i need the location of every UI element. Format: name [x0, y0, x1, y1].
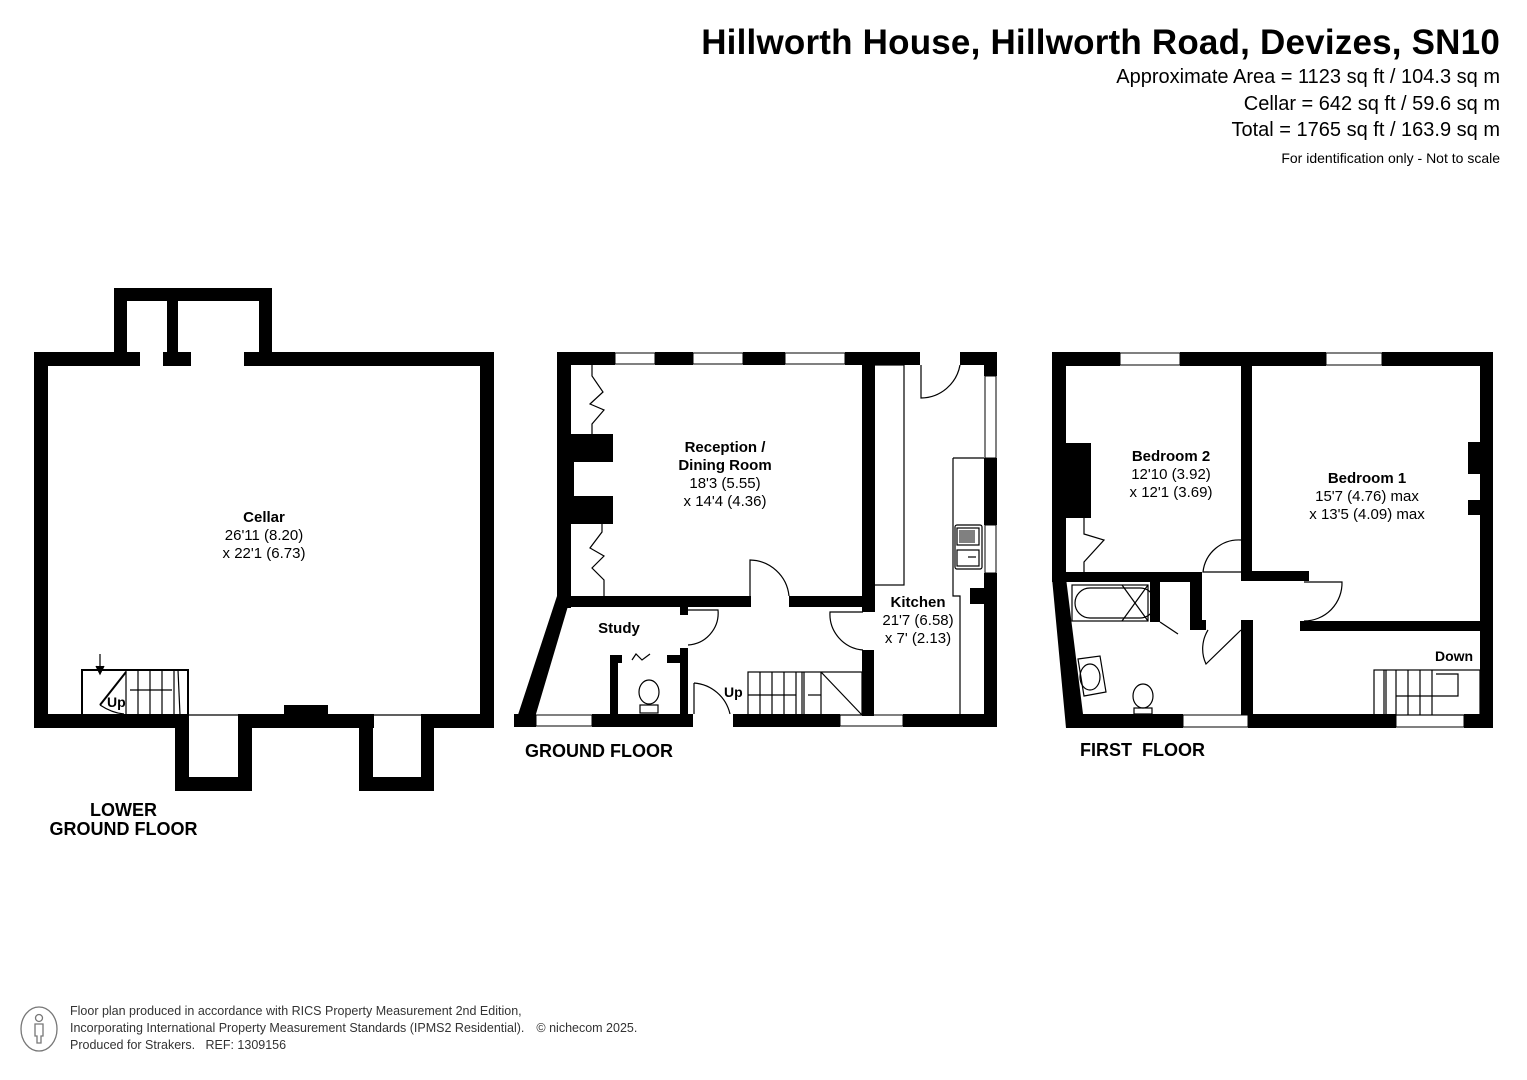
- room-name: Bedroom 2: [1131, 448, 1211, 465]
- footer-line-1: Floor plan produced in accordance with R…: [70, 1004, 522, 1018]
- room-dimension: x 13'5 (4.09) max: [1309, 506, 1425, 523]
- room-dimension: x 7' (2.13): [884, 630, 952, 647]
- scale-note: For identification only - Not to scale: [1281, 149, 1500, 166]
- room-dimension: x 22'1 (6.73): [222, 545, 306, 562]
- room-bedroom-2: Bedroom 2 12'10 (3.92) x 12'1 (3.69): [1130, 448, 1213, 502]
- room-kitchen: Kitchen 21'7 (6.58) x 7' (2.13): [882, 594, 953, 648]
- total-area: Total = 1765 sq ft / 163.9 sq m: [1231, 119, 1501, 141]
- room-dimension: 12'10 (3.92): [1131, 466, 1211, 483]
- first-floor-fixtures: [1071, 518, 1481, 716]
- cellar-walls: [34, 288, 494, 791]
- room-name: Kitchen: [890, 594, 946, 611]
- plan-header: Hillworth House, Hillworth Road, Devizes…: [701, 22, 1500, 170]
- room-name: Reception /: [684, 439, 766, 456]
- stairs-up-label: Up: [724, 684, 743, 700]
- stairs-down-label: Down: [1435, 648, 1474, 664]
- room-dimension: 18'3 (5.55): [689, 475, 761, 492]
- room-dimension: x 12'1 (3.69): [1129, 484, 1213, 501]
- room-name: Bedroom 1: [1327, 470, 1407, 487]
- copyright: © nichecom 2025.: [536, 1021, 638, 1035]
- floor-label-first: FIRST FLOOR: [1080, 740, 1205, 760]
- room-dimension: 21'7 (6.58): [882, 612, 954, 629]
- stairs-up-label: Up: [107, 694, 126, 710]
- room-name: Study: [598, 620, 640, 637]
- approximate-area: Approximate Area = 1123 sq ft / 104.3 sq…: [1116, 66, 1500, 88]
- floor-label-ground: GROUND FLOOR: [525, 741, 673, 761]
- property-title: Hillworth House, Hillworth Road, Devizes…: [701, 23, 1500, 62]
- person-info-icon: [20, 1005, 58, 1052]
- room-dimension: x 14'4 (4.36): [683, 493, 767, 510]
- room-dimension: 26'11 (8.20): [224, 527, 304, 544]
- room-name-2: Dining Room: [678, 457, 772, 474]
- room-name: Cellar: [243, 509, 285, 526]
- ground-floor-walls: [514, 352, 997, 727]
- room-bedroom-1: Bedroom 1 15'7 (4.76) max x 13'5 (4.09) …: [1309, 470, 1424, 524]
- room-dimension: 15'7 (4.76) max: [1315, 488, 1419, 505]
- room-study: Study: [598, 620, 640, 638]
- first-floor-walls: [1052, 352, 1493, 728]
- cellar-area: Cellar = 642 sq ft / 59.6 sq m: [1243, 92, 1500, 115]
- ground-floor-fixtures: [588, 364, 984, 716]
- room-cellar: Cellar 26'11 (8.20) x 22'1 (6.73): [223, 509, 306, 563]
- cellar-stairs: [81, 654, 480, 716]
- floor-label-lower-ground: LOWER GROUND FLOOR: [49, 800, 198, 839]
- footer-text: Floor plan produced in accordance with R…: [70, 1003, 637, 1054]
- footer-line-3: Produced for Strakers. REF: 1309156: [70, 1038, 287, 1052]
- room-reception-dining: Reception / Dining Room 18'3 (5.55) x 14…: [678, 439, 771, 511]
- plan-footer: Floor plan produced in accordance with R…: [20, 1003, 637, 1054]
- footer-line-2: Incorporating International Property Mea…: [70, 1021, 638, 1035]
